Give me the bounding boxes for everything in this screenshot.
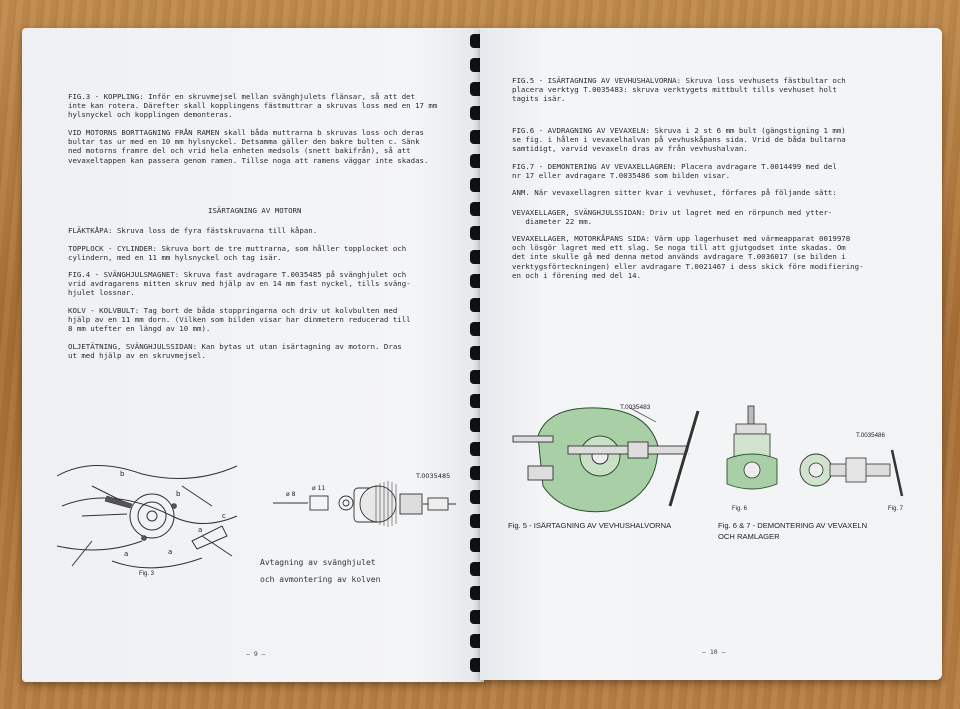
fig4-label-tool: T.0035485 xyxy=(415,472,450,480)
paragraph-fig4-svanghjul: FIG.4 - SVÄNGHJULSMAGNET: Skruva fast av… xyxy=(68,270,411,298)
paragraph-kolv: KOLV - KOLVBULT: Tag bort de båda stoppr… xyxy=(68,306,411,334)
section-heading: ISÄRTAGNING AV MOTORN xyxy=(208,206,302,215)
fig7-illustration xyxy=(799,449,904,497)
fig5-caption: Fig. 5 - ISÄRTAGNING AV VEVHUSHALVORNA xyxy=(508,521,672,530)
page-number-10: — 10 — xyxy=(702,648,726,656)
paragraph-lager-svanghjul: VEVAXELLAGER, SVÄNGHJULSSIDAN: Driv ut l… xyxy=(512,208,833,227)
fig5-leader-line xyxy=(629,407,657,423)
paragraph-fig3-koppling: FIG.3 - KOPPLING: Inför en skruvmejsel m… xyxy=(68,92,438,120)
paragraph-oljetatning: OLJETÄTNING, SVÄNGHJULSSIDAN: Kan bytas … xyxy=(68,342,402,361)
paragraph-lager-motorkapa: VEVAXELLAGER, MOTORKÅPANS SIDA: Värm upp… xyxy=(512,234,864,280)
fig3-label-a2: a xyxy=(168,548,172,556)
fig3-label-b1: b xyxy=(120,470,125,478)
paragraph-flaktkapa: FLÄKTKÅPA: Skruva loss de fyra fästskruv… xyxy=(68,226,318,235)
fig5-illustration xyxy=(512,407,701,513)
fig3-label-a1: a xyxy=(124,550,128,558)
fig3-label-c: c xyxy=(222,512,226,520)
fig3-label-a3: a xyxy=(198,526,202,534)
fig3-illustration: b b c a a a xyxy=(56,465,238,569)
fig6-illustration xyxy=(726,405,778,490)
page-number-9: — 9 — xyxy=(246,650,266,658)
paragraph-topplock: TOPPLOCK - CYLINDER: Skruva bort de tre … xyxy=(68,244,407,263)
fig6-label: Fig. 6 xyxy=(732,506,748,512)
fig5-tool-label: T.0035483 xyxy=(620,404,651,411)
paragraph-anm: ANM. När vevaxellagren sitter kvar i vev… xyxy=(512,188,837,197)
paragraph-fig7: FIG.7 - DEMONTERING AV VEVAXELLAGREN: Pl… xyxy=(512,162,837,181)
fig4-label-d11: ø 11 xyxy=(312,485,325,492)
paragraph-fig5: FIG.5 - ISÄRTAGNING AV VEVHUSHALVORNA: S… xyxy=(512,76,846,104)
paragraph-motor-removal: VID MOTORNS BORTTAGNING FRÅN RAMEN skall… xyxy=(68,128,429,165)
left-page: FIG.3 - KOPPLING: Inför en skruvmejsel m… xyxy=(22,28,484,682)
fig7-label: Fig. 7 xyxy=(888,506,904,512)
fig4-caption: Avtagning av svänghjulet och avmontering… xyxy=(260,558,381,584)
fig3-label-b2: b xyxy=(176,490,181,498)
fig7-tool-label: T.0035486 xyxy=(856,432,885,439)
fig4-label-d8: ø 8 xyxy=(286,491,296,498)
fig3-caption: Fig. 3 xyxy=(139,571,155,577)
right-page: FIG.5 - ISÄRTAGNING AV VEVHUSHALVORNA: S… xyxy=(480,28,942,680)
paragraph-fig6: FIG.6 - AVDRAGNING AV VEVAXELN: Skruva i… xyxy=(512,126,846,154)
fig67-caption: Fig. 6 & 7 - DEMONTERING AV VEVAXELN OCH… xyxy=(718,521,868,541)
fig4-illustration: T.0035485 ø 8 ø 11 xyxy=(273,472,456,527)
